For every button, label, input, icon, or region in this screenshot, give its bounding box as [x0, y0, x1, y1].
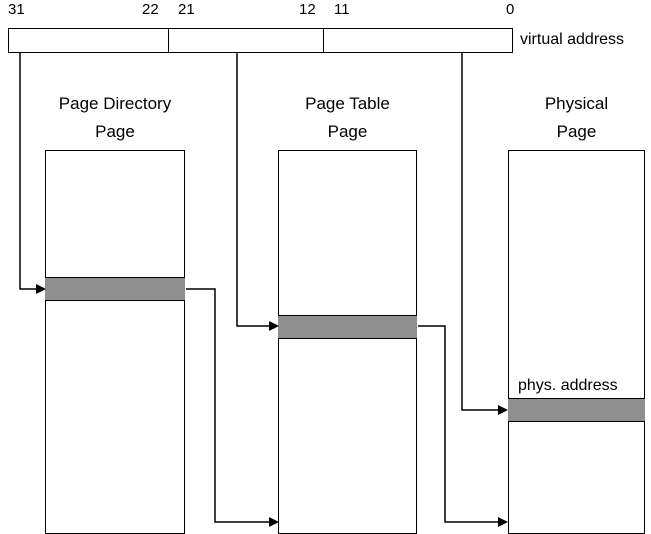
physical-page-title: Physical Page: [508, 90, 645, 146]
arrow-directory-index: [19, 52, 46, 294]
page-table-title: Page Table Page: [278, 90, 417, 146]
bit-label-31: 31: [8, 1, 25, 18]
arrow-pte-to-physical-page: [418, 325, 508, 527]
arrow-table-index: [236, 52, 279, 331]
physical-page-title-line1: Physical: [544, 94, 609, 113]
va-field-divider-1: [168, 29, 169, 52]
page-directory-title-line1: Page Directory: [58, 94, 172, 113]
physical-page-box: [508, 150, 645, 534]
arrow-page-offset: [461, 52, 508, 415]
pte-highlight-row: [278, 315, 417, 339]
va-field-divider-2: [323, 29, 324, 52]
physical-page-title-line2: Page: [556, 122, 597, 141]
arrow-pde-to-page-table: [186, 288, 279, 527]
page-directory-title-line2: Page: [95, 122, 135, 141]
page-table-title-line2: Page: [327, 122, 368, 141]
page-table-title-line1: Page Table: [305, 94, 390, 113]
phys-addr-highlight-row: [508, 398, 645, 422]
page-directory-title: Page Directory Page: [45, 90, 185, 146]
bit-label-21: 21: [178, 1, 195, 18]
bit-label-12: 12: [299, 1, 316, 18]
bit-label-0: 0: [506, 1, 515, 18]
pde-highlight-row: [45, 277, 185, 301]
page-table-box: [278, 150, 417, 534]
phys-address-label: phys. address: [518, 377, 618, 394]
virtual-address-box: [8, 28, 513, 53]
virtual-address-label: virtual address: [520, 31, 625, 48]
bit-label-11: 11: [334, 1, 350, 18]
bit-label-22: 22: [142, 1, 159, 18]
page-directory-box: [45, 150, 185, 534]
